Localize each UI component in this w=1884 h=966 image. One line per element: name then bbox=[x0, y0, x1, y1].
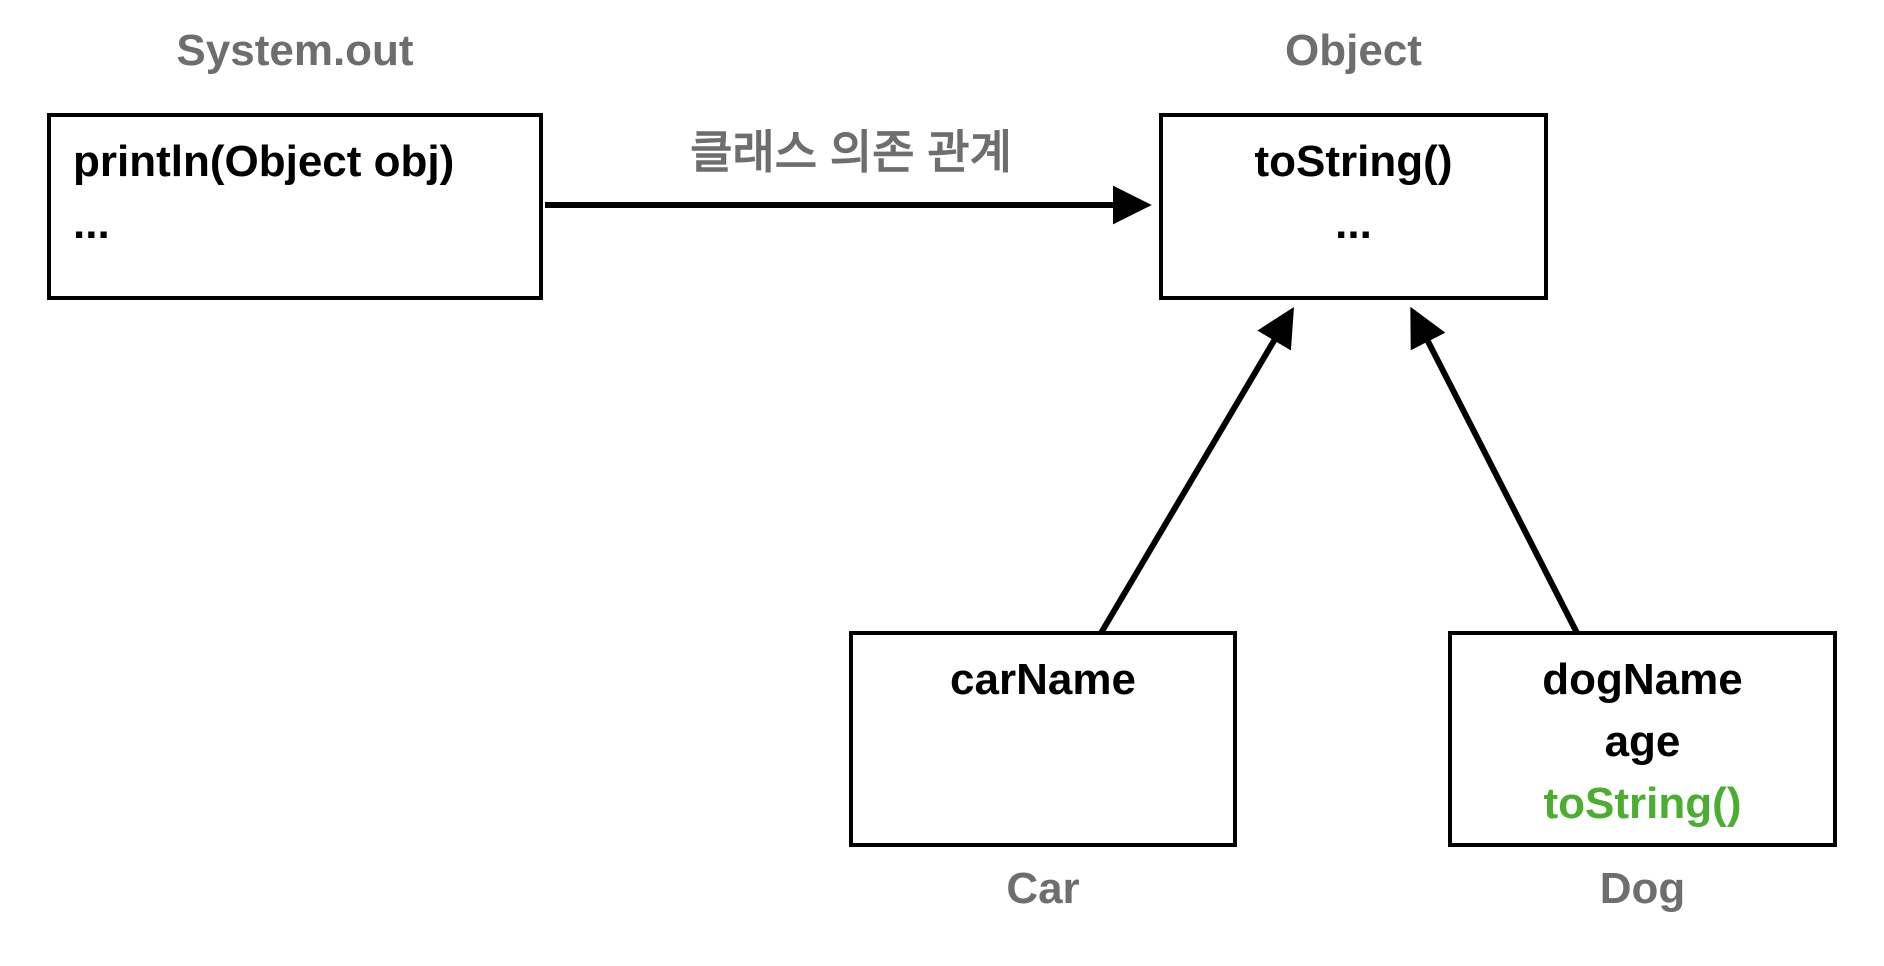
age-field-line: age bbox=[1604, 717, 1681, 766]
car-box: carName bbox=[849, 631, 1237, 847]
tostring-method-line: toString() bbox=[1254, 137, 1453, 186]
ellipsis-line: ... bbox=[1335, 199, 1372, 248]
dog-name-field-line: dogName bbox=[1542, 655, 1743, 704]
system-out-title: System.out bbox=[176, 26, 414, 75]
dog-inheritance-arrow bbox=[1410, 306, 1580, 635]
ellipsis-line: ... bbox=[73, 199, 110, 248]
car-name-field-line: carName bbox=[950, 655, 1136, 704]
dog-title: Dog bbox=[1599, 864, 1686, 913]
system-out-box: println(Object obj) ... bbox=[47, 113, 543, 300]
object-box: toString() ... bbox=[1159, 113, 1548, 300]
car-inheritance-arrow bbox=[1098, 306, 1294, 635]
object-title: Object bbox=[1285, 26, 1422, 75]
println-method-line: println(Object obj) bbox=[73, 137, 455, 186]
overridden-tostring-line: toString() bbox=[1543, 779, 1742, 828]
dependency-arrow-label: 클래스 의존 관계 bbox=[690, 126, 1012, 178]
dog-box: dogName age toString() bbox=[1448, 631, 1837, 847]
car-title: Car bbox=[1006, 864, 1080, 913]
